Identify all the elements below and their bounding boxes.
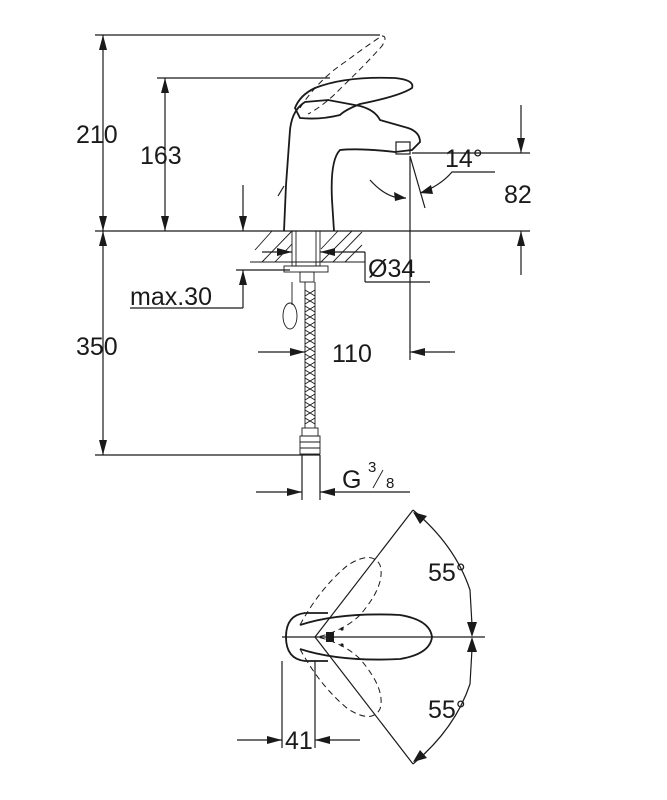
top-view: 55° 55° 41 [237, 509, 485, 765]
label-350: 350 [76, 333, 118, 361]
lever-marker [326, 632, 334, 642]
dim-163: 163 [140, 78, 182, 231]
label-denominator: 8 [386, 475, 394, 492]
side-view: 210 163 14° 82 [76, 34, 532, 500]
dim-diameter-34: Ø34 [262, 248, 430, 283]
hose-connector [299, 435, 321, 455]
dim-max-30: max.30 [130, 185, 290, 311]
lever-top-view [299, 613, 433, 661]
label-210: 210 [76, 121, 118, 149]
dim-82: 82 [504, 105, 532, 275]
lever-rotated-top [299, 557, 382, 638]
hose-ferrule [301, 427, 319, 437]
lever-rotated-bottom [299, 636, 382, 717]
dim-14-deg: 14° [369, 145, 495, 360]
faucet-lever [294, 76, 414, 120]
dim-41: 41 [237, 661, 360, 755]
mounting-nut [283, 265, 329, 273]
deck-hatching [250, 230, 365, 263]
dim-110: 110 [258, 340, 455, 368]
label-14-deg: 14° [445, 145, 483, 173]
label-numerator: 3 [368, 459, 376, 476]
label-diameter-34: Ø34 [368, 255, 415, 283]
label-55-bottom: 55° [428, 696, 466, 724]
label-55-top: 55° [428, 559, 466, 587]
rotation-line-bottom [314, 636, 414, 765]
flexible-hose [304, 282, 316, 428]
dim-350: 350 [76, 231, 118, 455]
label-82: 82 [504, 181, 532, 209]
dim-g-3-8: G 3 8 [256, 455, 410, 500]
faucet-body [283, 99, 421, 232]
popup-weight [282, 302, 298, 330]
label-163: 163 [140, 142, 182, 170]
label-110: 110 [332, 340, 372, 368]
label-g: G [342, 466, 361, 494]
lever-raised-outline [299, 35, 386, 115]
bracket [299, 271, 315, 283]
dim-210: 210 [76, 35, 118, 231]
base-top [285, 612, 328, 638]
spout-outlet [395, 141, 411, 155]
label-41: 41 [285, 727, 313, 755]
base-bottom [285, 636, 328, 662]
rotation-line-top [314, 509, 414, 638]
label-max-30: max.30 [130, 283, 212, 311]
popup-rod [277, 185, 285, 197]
